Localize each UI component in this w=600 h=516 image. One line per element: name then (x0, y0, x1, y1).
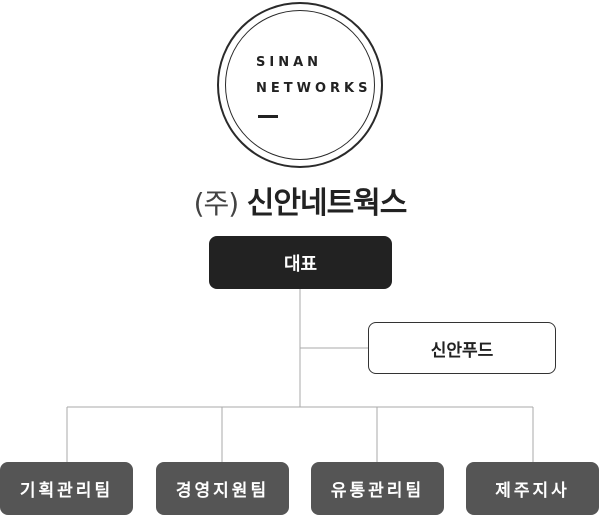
logo-text-line2: NETWORKS (256, 81, 372, 96)
affiliate-node: 신안푸드 (368, 322, 556, 374)
affiliate-label: 신안푸드 (430, 340, 494, 361)
company-name: 신안네트웍스 (246, 186, 408, 221)
dept-node-planning: 기획관리팀 (0, 462, 133, 515)
logo-text-line1: SINAN (256, 55, 323, 70)
ceo-node: 대표 (209, 236, 392, 289)
company-logo: SINAN NETWORKS (217, 2, 383, 168)
company-prefix: (주) (193, 187, 240, 220)
dept-label: 제주지사 (495, 481, 570, 501)
logo-dash-mark (258, 115, 278, 118)
dept-node-management-support: 경영지원팀 (156, 462, 289, 515)
company-title: (주) 신안네트웍스 (0, 178, 600, 222)
dept-label: 기획관리팀 (19, 481, 114, 501)
dept-node-distribution: 유통관리팀 (311, 462, 444, 515)
logo-inner-ring: SINAN NETWORKS (225, 10, 375, 160)
dept-label: 경영지원팀 (175, 481, 270, 501)
dept-node-jeju-branch: 제주지사 (466, 462, 599, 515)
ceo-label: 대표 (283, 253, 318, 275)
dept-label: 유통관리팀 (330, 481, 425, 501)
